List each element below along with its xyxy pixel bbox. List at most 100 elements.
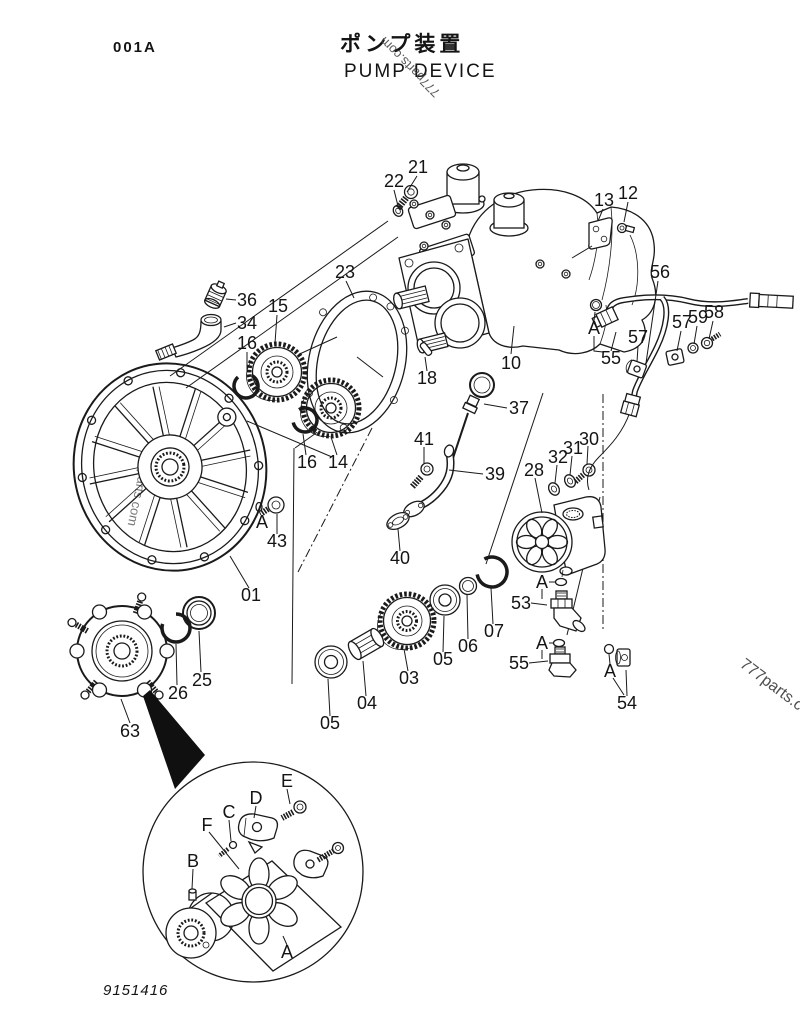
gear-15 (246, 341, 308, 403)
callout-18: 18 (417, 368, 437, 388)
washer-22 (392, 205, 404, 217)
gear-03 (377, 591, 437, 651)
clamp-57-right (665, 348, 685, 366)
leader-lines (120, 175, 714, 946)
callout-56: 56 (650, 262, 670, 282)
fitting-55-bottom (548, 646, 577, 678)
seal-25 (182, 596, 216, 630)
callout-05: 05 (433, 649, 453, 669)
callout-55: 55 (601, 348, 621, 368)
callout-31: 31 (563, 438, 583, 458)
detail-arrow (143, 690, 205, 789)
hose-56 (586, 292, 794, 491)
clamp-right (293, 841, 345, 879)
callout-26: 26 (168, 683, 188, 703)
snap-ring-26 (160, 612, 192, 644)
callout-05: 05 (320, 713, 340, 733)
callout-D: D (250, 788, 263, 808)
o-ring-a-54 (603, 643, 615, 655)
callout-06: 06 (458, 636, 478, 656)
housing-spokes (89, 386, 251, 548)
bolt-12 (616, 222, 636, 234)
callout-32: 32 (548, 447, 568, 467)
snap-ring-16-lower (291, 406, 319, 434)
callout-23: 23 (335, 262, 355, 282)
detail-circle (142, 761, 364, 983)
set-screw-b (188, 888, 197, 901)
callout-59: 59 (688, 307, 708, 327)
page-code: 001A (113, 39, 157, 56)
washer-32 (547, 482, 561, 496)
dipstick-37 (451, 372, 495, 462)
bolt-e (280, 800, 307, 821)
callout-25: 25 (192, 670, 212, 690)
callout-16: 16 (297, 452, 317, 472)
housing-bolt-holes (77, 368, 264, 565)
washer-32-hole (550, 485, 558, 493)
callout-F: F (202, 815, 213, 835)
bracket-13 (571, 217, 613, 259)
callout-39: 39 (485, 464, 505, 484)
coupling-63-studs (67, 592, 164, 700)
callout-28: 28 (524, 460, 544, 480)
callout-10: 10 (501, 353, 521, 373)
bolt-41 (409, 462, 434, 490)
watermark-layer: 777parts.com 777parts.com 777parts.com (125, 34, 800, 728)
callout-04: 04 (357, 693, 377, 713)
pilot-pump-28 (511, 496, 606, 578)
elbow-34 (154, 313, 222, 361)
callout-21: 21 (408, 157, 428, 177)
bolt-58 (700, 331, 722, 350)
callout-54: 54 (617, 693, 637, 713)
plug-54 (615, 648, 631, 667)
callout-15: 15 (268, 296, 288, 316)
splined-shaft-upper (393, 285, 430, 310)
callout-07: 07 (484, 621, 504, 641)
housing-boss (217, 407, 237, 427)
key-18 (419, 341, 433, 357)
callout-37: 37 (509, 398, 529, 418)
spider-element-f (220, 857, 298, 945)
callout-58: 58 (704, 302, 724, 322)
washer-31 (563, 474, 577, 488)
ring-06 (458, 576, 478, 596)
bearing-05-right (429, 584, 461, 616)
bolt-30 (573, 463, 596, 485)
callout-B: B (187, 851, 199, 871)
callout-A: A (604, 661, 616, 681)
callout-A: A (588, 318, 600, 338)
callout-A: A (281, 942, 293, 962)
callout-53: 53 (511, 593, 531, 613)
callout-14: 14 (328, 452, 348, 472)
bolt-c (217, 840, 238, 858)
o-ring-a-hose (589, 298, 603, 312)
callout-A: A (256, 512, 268, 532)
nut-59-hole (690, 345, 696, 351)
o-ring-a-hose-inner (592, 301, 600, 309)
callout-41: 41 (414, 429, 434, 449)
hose-lower-fitting (619, 392, 642, 418)
callout-E: E (281, 771, 293, 791)
callout-57: 57 (672, 312, 692, 332)
document-number: 9151416 (103, 982, 169, 999)
valve-tower-2 (489, 192, 529, 237)
coupling-04 (347, 627, 385, 661)
callout-63: 63 (120, 721, 140, 741)
callout-34: 34 (237, 313, 257, 333)
snap-ring-07 (475, 555, 509, 589)
callout-03: 03 (399, 668, 419, 688)
callout-22: 22 (384, 171, 404, 191)
bearing-05-left (314, 645, 348, 679)
housing-01 (72, 362, 268, 572)
hose-end-fitting-right (748, 292, 794, 309)
callout-57: 57 (628, 327, 648, 347)
clamp-d (237, 813, 279, 855)
tube-39 (403, 444, 455, 518)
watermark-title: 777parts.com (377, 34, 443, 100)
callout-A: A (536, 572, 548, 592)
gasket-23 (305, 290, 409, 434)
plug-36 (203, 280, 227, 309)
